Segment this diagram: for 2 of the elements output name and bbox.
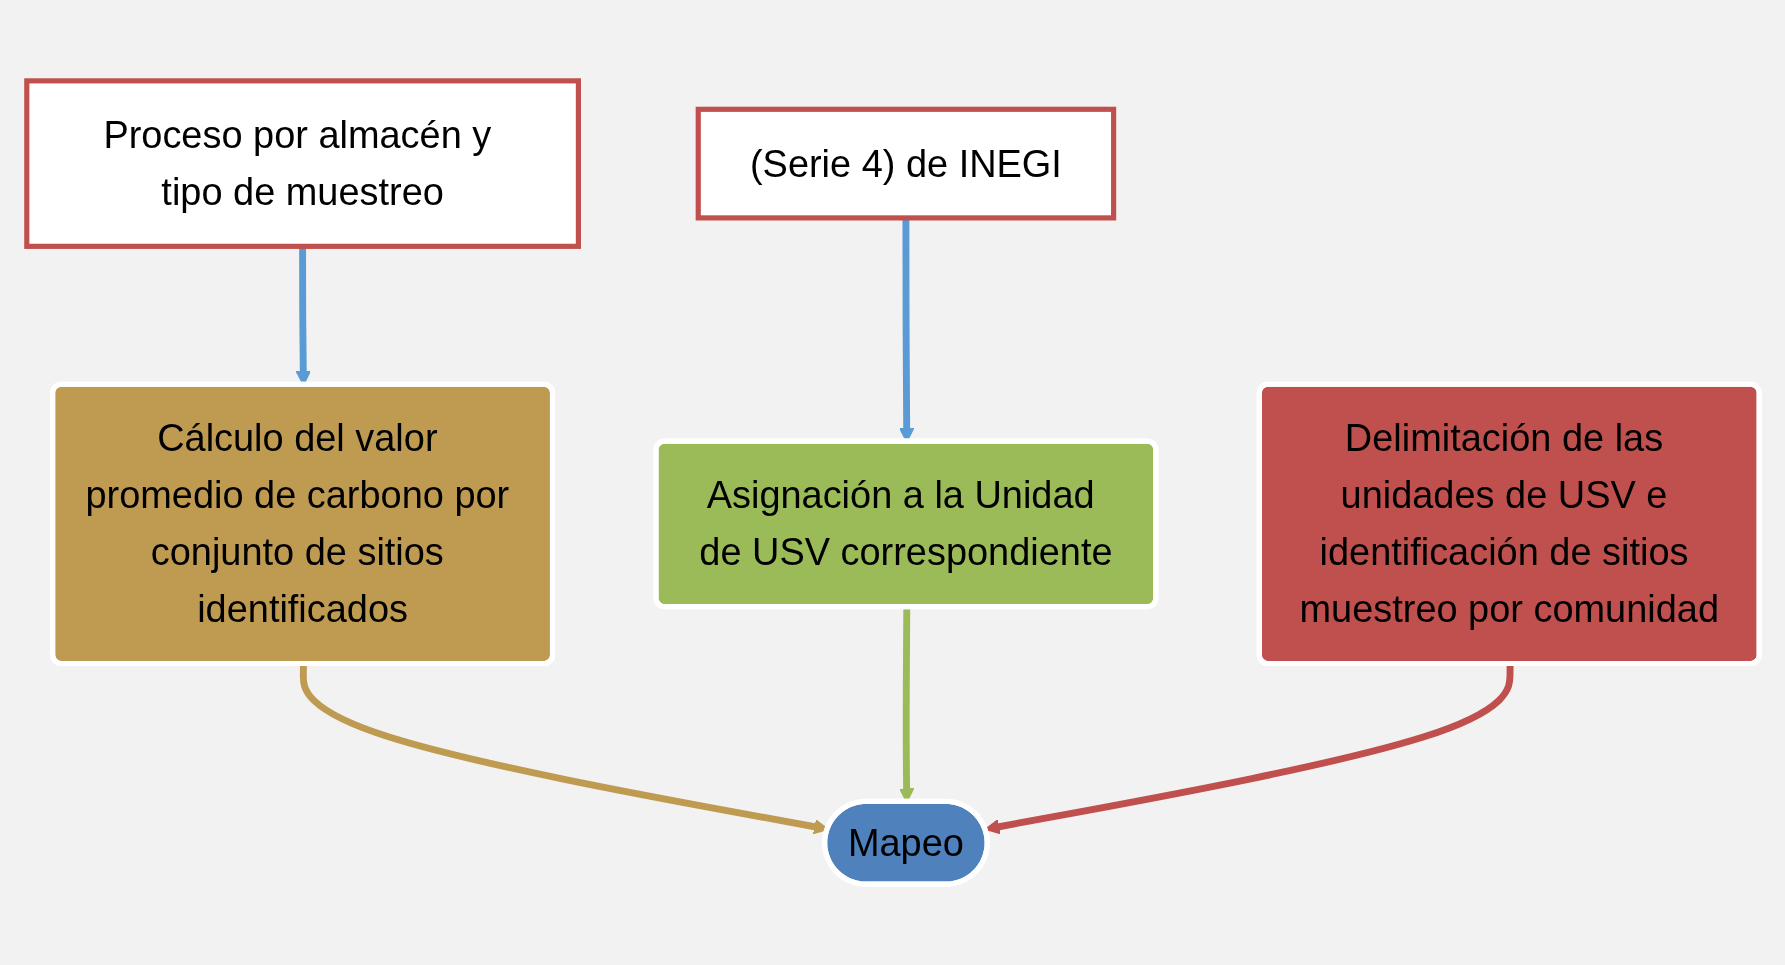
node-box: (Serie 4) de INEGI — [695, 106, 1116, 221]
node-box: Proceso por almacén y tipo de muestreo — [23, 78, 581, 249]
